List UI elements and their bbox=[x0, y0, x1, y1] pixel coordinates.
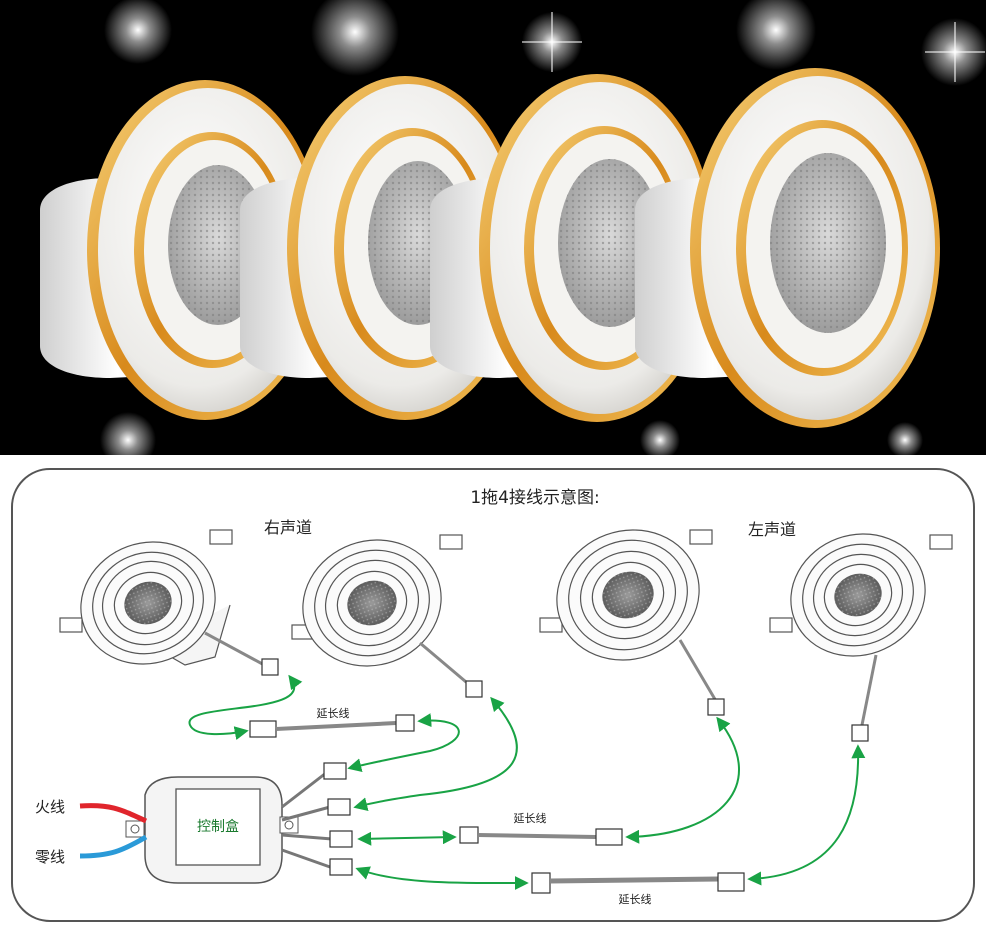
neutral-wire-label: 零线 bbox=[35, 848, 65, 866]
arrow-speaker3-to-ext2 bbox=[625, 716, 740, 844]
speaker-photo-4 bbox=[635, 68, 940, 428]
arrow-box-to-ext2 bbox=[357, 830, 457, 846]
speaker-drawing-1 bbox=[59, 529, 279, 676]
control-box: 控制盒 bbox=[125, 762, 353, 884]
control-box-label: 控制盒 bbox=[197, 818, 239, 835]
speaker-photo-1 bbox=[40, 80, 323, 420]
arrow-box-to-ext3 bbox=[355, 866, 529, 891]
speaker-product-photo bbox=[0, 0, 986, 455]
connection-arrows bbox=[188, 674, 866, 891]
speaker-drawing-3 bbox=[539, 529, 725, 716]
arrow-speaker2-to-box bbox=[353, 696, 518, 812]
sparkle-lights bbox=[100, 0, 986, 455]
diagram-title: 1拖4接线示意图: bbox=[470, 488, 599, 508]
right-channel-label: 右声道 bbox=[264, 518, 312, 537]
extension-cable-label-1: 延长线 bbox=[317, 706, 350, 720]
speaker-drawing-4 bbox=[769, 533, 953, 742]
arrow-speaker1-to-ext1 bbox=[188, 674, 303, 740]
extension-cable-label-2: 延长线 bbox=[514, 811, 547, 825]
live-wire-label: 火线 bbox=[35, 798, 65, 816]
power-wires: 火线 零线 bbox=[35, 798, 148, 866]
speaker-drawing-2 bbox=[291, 534, 483, 698]
extension-cable-3: 延长线 bbox=[531, 872, 745, 906]
extension-cable-2: 延长线 bbox=[459, 811, 623, 846]
left-channel-label: 左声道 bbox=[748, 520, 796, 539]
arrow-speaker4-to-ext3 bbox=[747, 744, 866, 886]
wiring-diagram: 1拖4接线示意图: 右声道 左声道 bbox=[11, 468, 975, 922]
extension-cable-label-3: 延长线 bbox=[619, 892, 652, 906]
